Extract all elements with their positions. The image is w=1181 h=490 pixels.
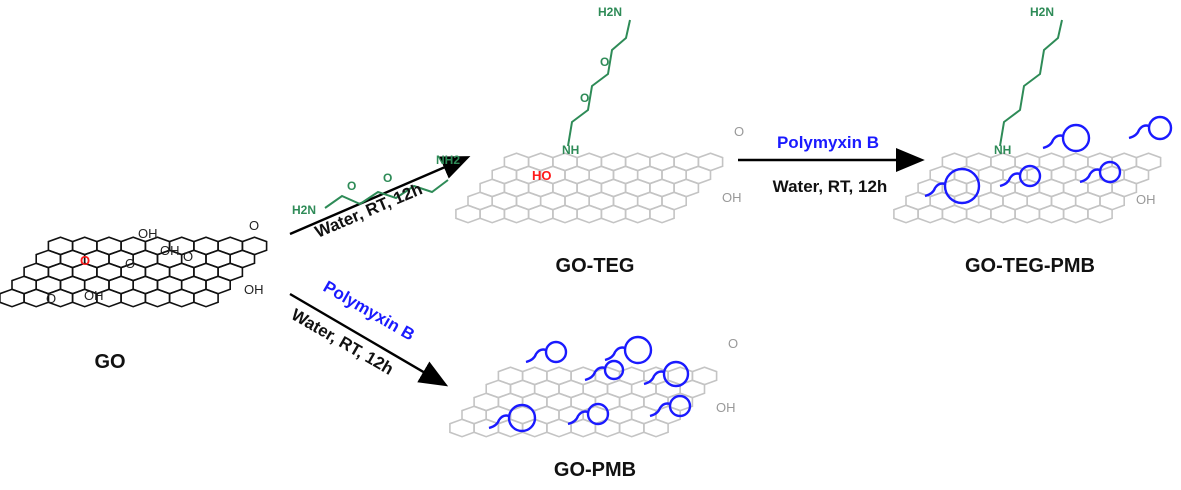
go-teg-o-2: O: [580, 91, 589, 105]
go-sheet: OH OH OH O O O O OH O GO: [0, 218, 268, 373]
go-cooh-oh: OH: [244, 282, 264, 297]
hexagon-ring: [521, 366, 548, 386]
pmb-tail: [1128, 124, 1150, 140]
go-oh-label-3: OH: [84, 288, 104, 303]
go-teg-cooh: OH: [722, 190, 742, 205]
hexagon-ring: [691, 366, 718, 386]
go-oh-label-1: OH: [138, 226, 158, 241]
go-teg-pmb-cooh: OH: [1136, 192, 1156, 207]
pmb-head-icon: [668, 394, 692, 418]
pmb-head-icon: [544, 340, 568, 364]
hexagon-ring: [965, 152, 992, 172]
go-teg-sheet: H2N O O NH HO O OH GO-TEG: [455, 5, 744, 277]
teg-conditions: Water, RT, 12h: [312, 179, 425, 241]
go-teg-label: GO-TEG: [556, 255, 635, 277]
hexagon-ring: [624, 152, 651, 172]
hexagon-ring: [576, 152, 603, 172]
arrow-go-to-go-pmb: Polymyxin B Water, RT, 12h: [288, 277, 449, 387]
arrow-go-to-go-teg: H2N O O NH2 Water, RT, 12h: [289, 153, 471, 242]
hexagon-ring: [71, 236, 98, 256]
go-pmb-label: GO-PMB: [554, 459, 636, 481]
pmb-tail: [488, 414, 510, 430]
pmb-conditions-top: Water, RT, 12h: [773, 177, 888, 196]
go-hexagon-lattice: [0, 236, 268, 308]
hexagon-ring: [497, 366, 524, 386]
go-ketone-o: O: [249, 218, 259, 233]
go-pmb-cooh: OH: [716, 400, 736, 415]
pmb-head-icon: [662, 360, 690, 388]
arrow-go-teg-to-go-teg-pmb: Polymyxin B Water, RT, 12h: [738, 133, 925, 196]
teg-o-label-2: O: [383, 171, 392, 185]
hexagon-ring: [649, 152, 675, 172]
pmb-head-icon: [943, 167, 981, 205]
go-pmb-ketone-o: O: [728, 336, 738, 351]
pmb-glyphs-bottom: [488, 335, 692, 433]
go-o-label: O: [46, 291, 56, 306]
pmb-tail: [649, 402, 671, 418]
hexagon-ring: [1135, 152, 1162, 172]
pmb-head-icon: [1018, 164, 1042, 188]
hexagon-ring: [193, 236, 219, 256]
hexagon-ring: [1062, 152, 1089, 172]
go-pmb-hexagon-lattice: [449, 366, 718, 438]
hexagon-ring: [217, 236, 244, 256]
pmb-head-icon: [623, 335, 653, 365]
teg-h2n-label: H2N: [292, 203, 316, 217]
hexagon-ring: [697, 152, 724, 172]
pmb-tail: [584, 366, 606, 382]
hexagon-ring: [503, 152, 530, 172]
hexagon-ring: [1111, 152, 1138, 172]
hexagon-ring: [96, 236, 122, 256]
pmb-tail: [525, 348, 547, 364]
pmb-head-icon: [603, 359, 625, 381]
go-teg-nh: NH: [562, 143, 579, 157]
pmb-head-icon: [586, 402, 610, 426]
go-teg-hexagon-lattice: [455, 152, 724, 224]
go-o-label-3: O: [183, 249, 193, 264]
pmb-tail: [604, 346, 626, 362]
hexagon-ring: [241, 236, 268, 256]
pmb-tail: [567, 410, 589, 426]
go-teg-ketone-o: O: [734, 124, 744, 139]
go-teg-ho: HO: [532, 168, 552, 183]
hexagon-ring: [546, 366, 572, 386]
hexagon-ring: [600, 152, 627, 172]
pmb-head-icon: [1098, 160, 1122, 184]
go-teg-pmb-hexagon-lattice: [893, 152, 1162, 224]
go-teg-pmb-sheet: H2N NH OH GO-TEG-PMB: [893, 5, 1173, 277]
pmb-reagent-top: Polymyxin B: [777, 133, 879, 152]
go-teg-h2n: H2N: [598, 5, 622, 19]
go-teg-pmb-h2n: H2N: [1030, 5, 1054, 19]
go-teg-pmb-label: GO-TEG-PMB: [965, 255, 1095, 277]
go-teg-pmb-nh: NH: [994, 143, 1011, 157]
pmb-tail: [643, 370, 665, 386]
pmb-tail: [1042, 134, 1064, 150]
pmb-tail: [999, 172, 1021, 188]
pmb-glyphs-top: [924, 115, 1173, 205]
go-epoxide-o: O: [80, 253, 90, 268]
teg-o-label-1: O: [347, 179, 356, 193]
go-o-label-2: O: [125, 256, 135, 271]
go-pmb-sheet: O OH GO-PMB: [449, 335, 738, 481]
pmb-tail: [924, 182, 946, 198]
hexagon-ring: [673, 152, 700, 172]
pmb-tail: [1079, 168, 1101, 184]
go-label: GO: [94, 351, 125, 373]
hexagon-ring: [1038, 152, 1065, 172]
pmb-head-icon: [1147, 115, 1173, 141]
pmb-head-icon: [507, 403, 537, 433]
go-oh-label-2: OH: [160, 243, 180, 258]
pmb-head-icon: [1061, 123, 1091, 153]
hexagon-ring: [47, 236, 74, 256]
teg-nh2-label: NH2: [436, 153, 460, 167]
go-teg-o-1: O: [600, 55, 609, 69]
